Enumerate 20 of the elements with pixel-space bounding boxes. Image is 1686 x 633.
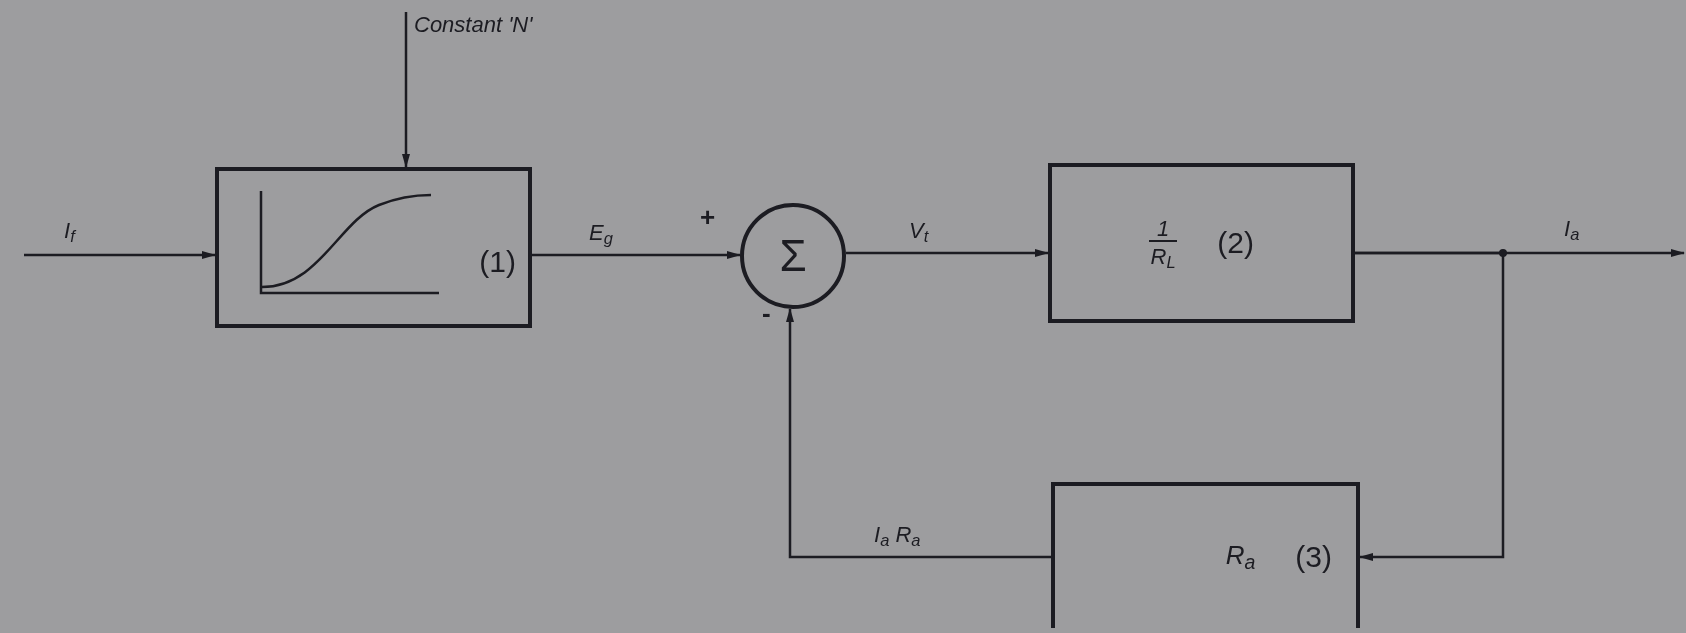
arrow: [532, 251, 741, 259]
block-number: (1): [479, 247, 516, 277]
sigma-symbol: Σ: [779, 234, 807, 278]
summing-junction: [740, 203, 846, 309]
block-number: (3): [1295, 542, 1332, 572]
input-label: Constant 'N': [414, 14, 533, 36]
arrow: [786, 308, 1051, 559]
transfer-block: [1051, 482, 1360, 628]
transfer-block: [215, 167, 532, 328]
sign-label: -: [762, 300, 771, 326]
arrow: [402, 12, 410, 168]
numerator: 1: [1149, 218, 1178, 242]
arrow: [846, 249, 1049, 257]
block-number: (2): [1217, 228, 1254, 258]
sign-label: +: [700, 204, 716, 230]
arrow: [24, 251, 216, 259]
denominator: R$_{L}$: [1150, 246, 1176, 268]
gain-label: R$_{a}$: [1225, 542, 1256, 568]
transfer-block: [1048, 163, 1355, 323]
arrow: [1355, 251, 1505, 561]
